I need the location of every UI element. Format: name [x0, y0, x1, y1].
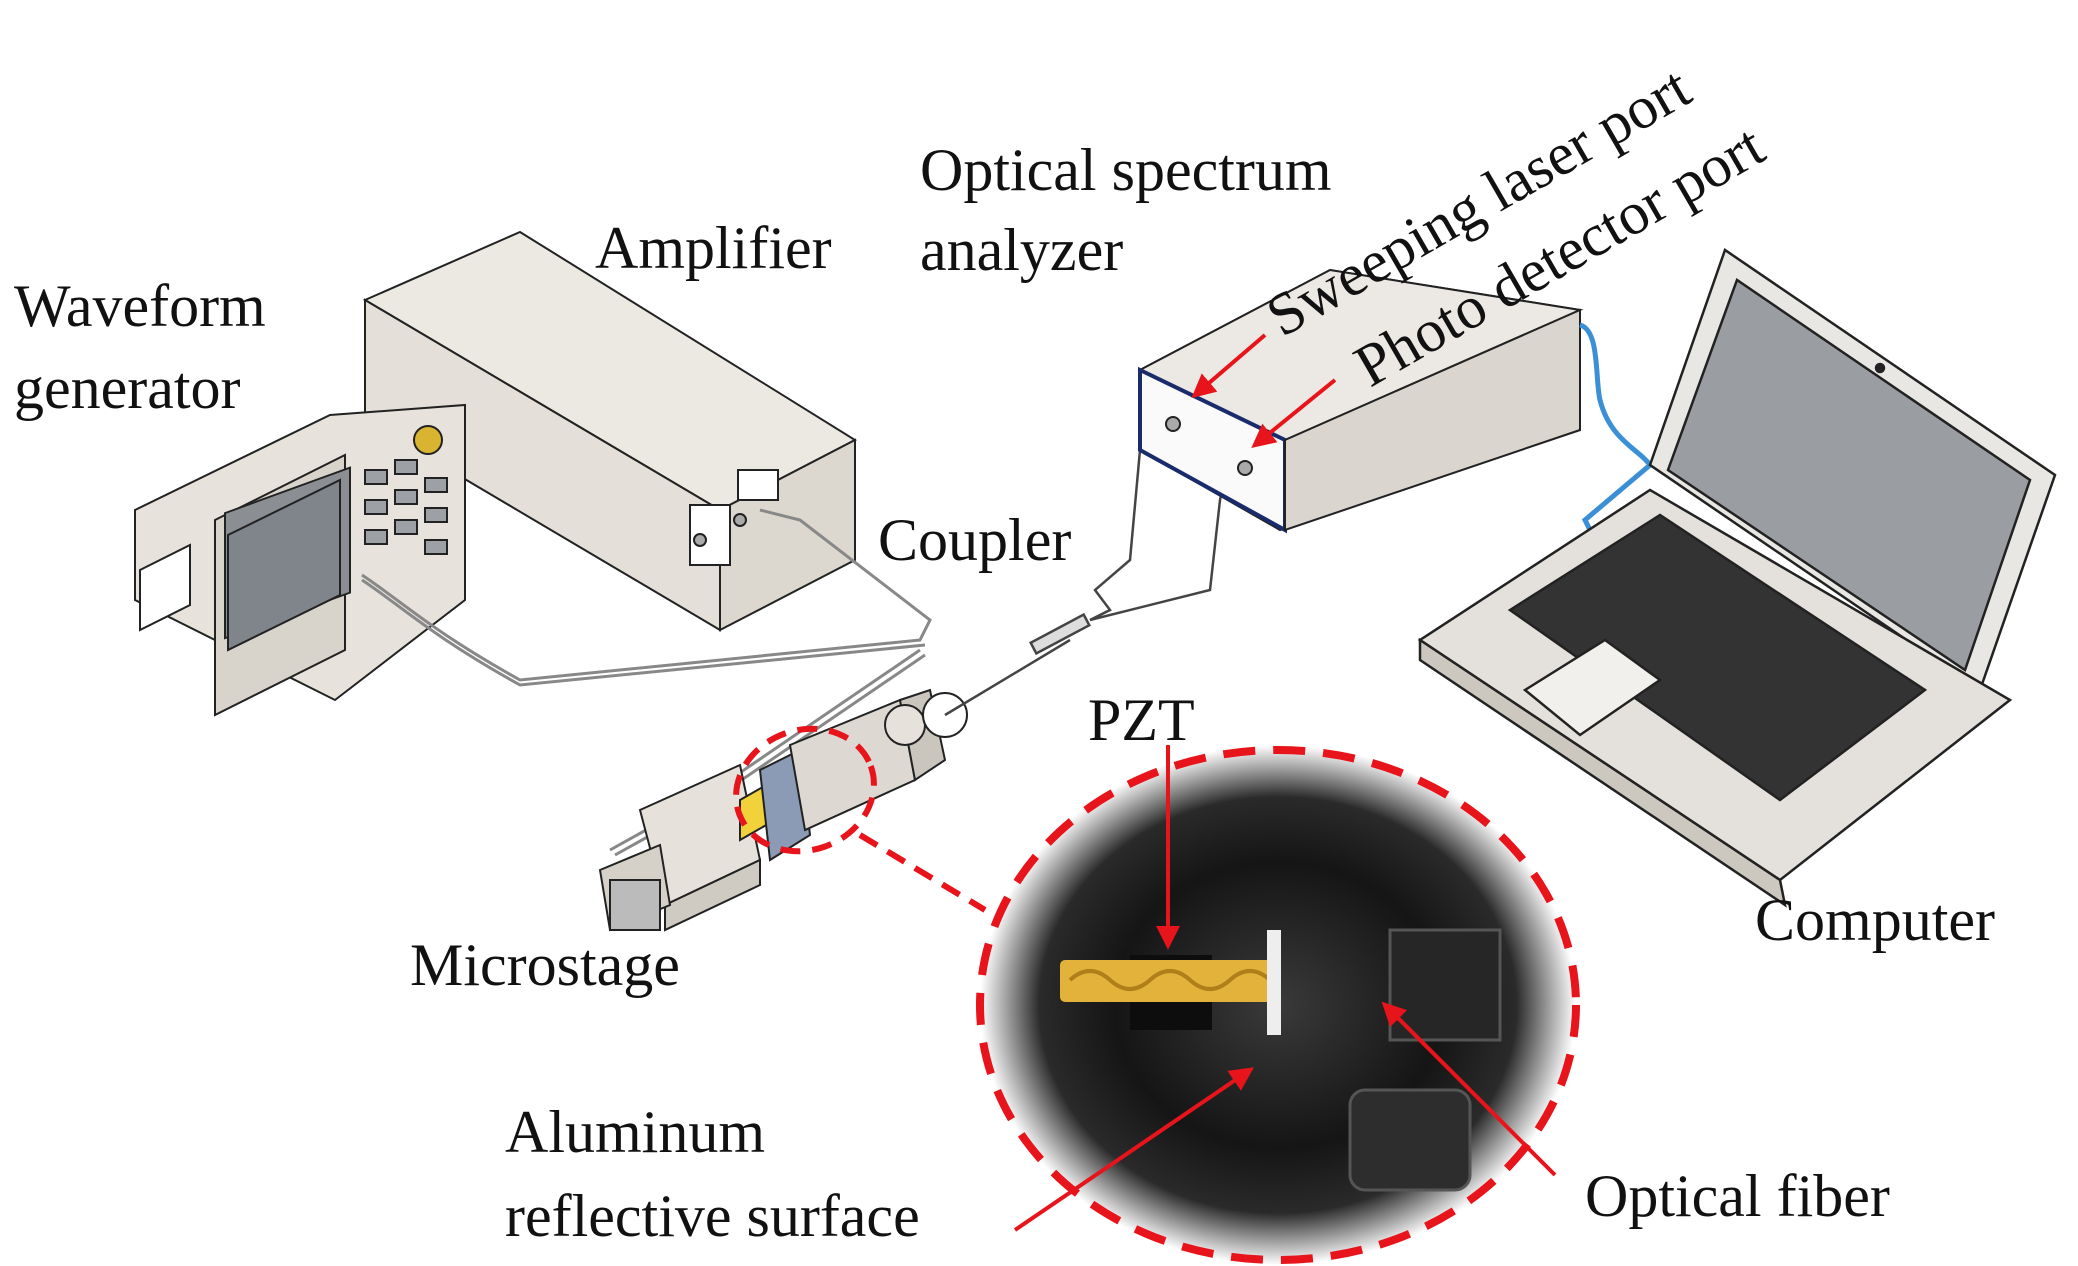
- label-waveform-line2: generator: [14, 355, 241, 421]
- signal-generator-icon: [134, 403, 466, 717]
- microstage-icon: [598, 688, 968, 932]
- zoom-circle-small: [733, 725, 877, 855]
- label-coupler: Coupler: [878, 507, 1071, 573]
- annotation-arrows: [1013, 333, 1557, 1232]
- laptop-icon: [1417, 248, 2057, 908]
- zoom-photo: [980, 745, 1576, 1265]
- usb-cable: [1578, 322, 1654, 532]
- label-amplifier: Amplifier: [595, 215, 832, 281]
- zoom-connector: [858, 832, 987, 913]
- spectrum-analyzer-icon: [1137, 268, 1584, 534]
- label-aluminum-line2: reflective surface: [505, 1183, 920, 1249]
- label-microstage: Microstage: [410, 932, 680, 998]
- zoom-circle-large: [976, 746, 1580, 1264]
- label-aluminum-line1: Aluminum: [505, 1099, 765, 1165]
- aluminum-surface-image: [1267, 930, 1281, 1035]
- label-osa-line2: analyzer: [920, 217, 1123, 283]
- pzt-element-image: [1060, 960, 1272, 1002]
- label-waveform-line1: Waveform: [14, 273, 266, 339]
- label-optical-fiber: Optical fiber: [1585, 1163, 1890, 1229]
- label-osa-line1: Optical spectrum: [920, 137, 1332, 203]
- label-computer: Computer: [1755, 887, 1995, 953]
- amplifier-icon: [362, 230, 858, 632]
- label-pzt: PZT: [1088, 687, 1195, 753]
